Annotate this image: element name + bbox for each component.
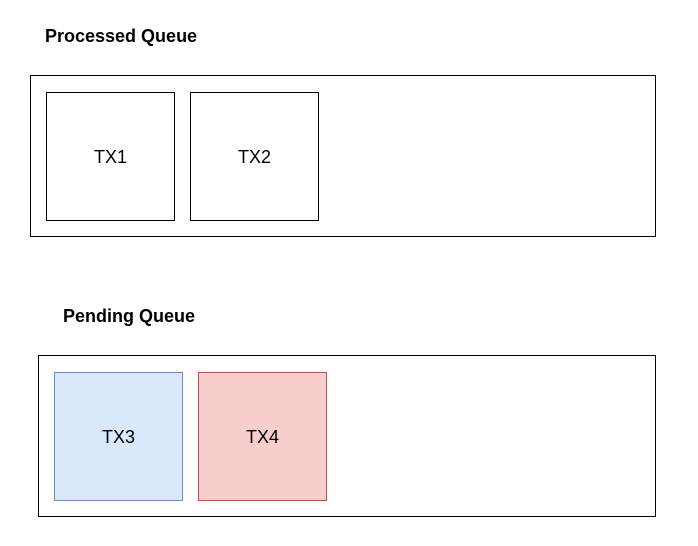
transaction-label: TX4 bbox=[245, 426, 279, 447]
pending-queue-title: Pending Queue bbox=[63, 306, 196, 326]
transaction-box-tx4[interactable]: TX4 bbox=[198, 372, 327, 501]
transaction-label: TX1 bbox=[93, 146, 127, 167]
transaction-label: TX3 bbox=[101, 426, 135, 447]
transaction-box-tx1[interactable]: TX1 bbox=[46, 92, 175, 221]
transaction-label: TX2 bbox=[237, 146, 271, 167]
processed-queue-title: Processed Queue bbox=[45, 26, 198, 46]
transaction-box-tx3[interactable]: TX3 bbox=[54, 372, 183, 501]
transaction-box-tx2[interactable]: TX2 bbox=[190, 92, 319, 221]
